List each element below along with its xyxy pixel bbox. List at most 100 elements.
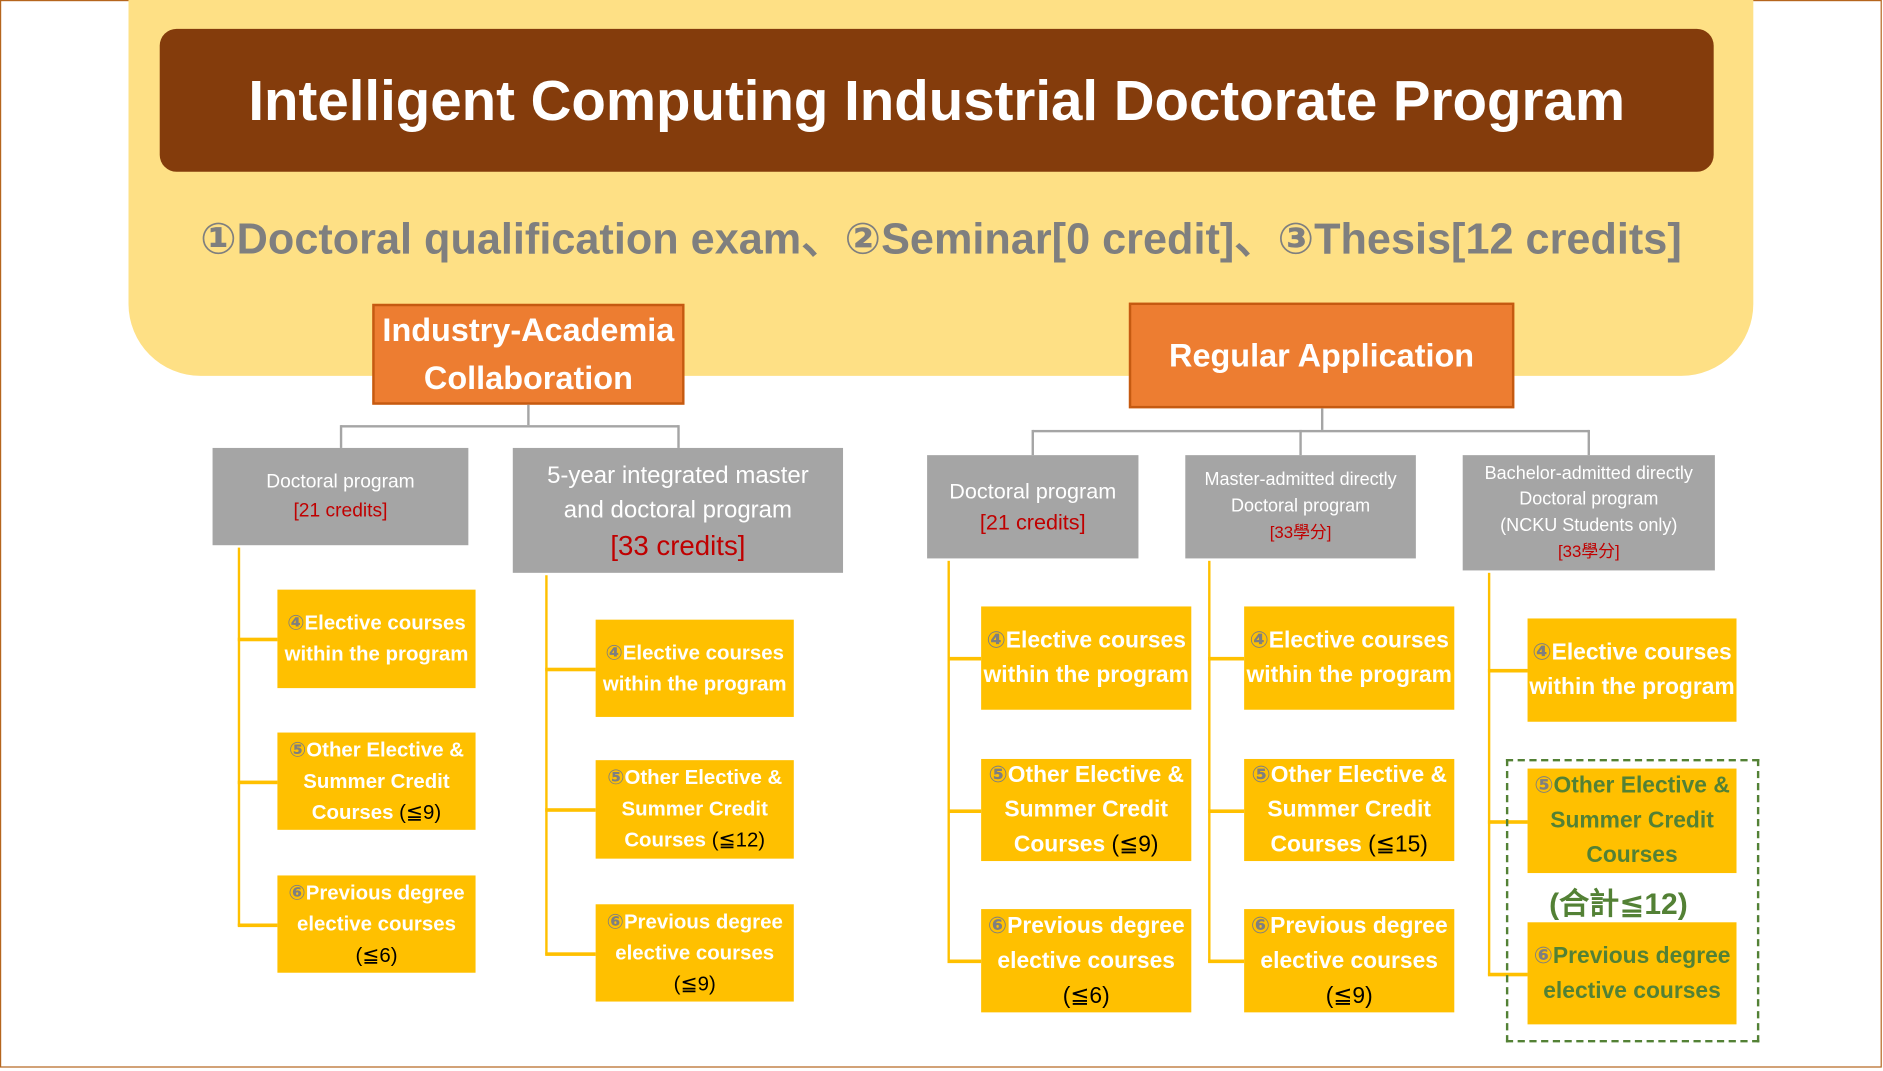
text-line: ⑤Other Elective & xyxy=(1534,769,1730,804)
connector-line xyxy=(1208,656,1245,661)
course-text: Previous degree xyxy=(1007,913,1185,939)
credits-label: [33學分] xyxy=(1557,541,1620,561)
course-text: Other Elective & xyxy=(1270,762,1448,788)
course-text: Other Elective & xyxy=(624,766,783,789)
requirements-line: ①Doctoral qualification exam、②Seminar[0 … xyxy=(200,213,1682,263)
limit-label: (≦9) xyxy=(393,800,442,824)
connector-line xyxy=(1208,959,1245,964)
course-text: Previous degree xyxy=(305,880,465,904)
limit-label: (≦9) xyxy=(673,972,716,995)
connector-line xyxy=(1487,572,1491,975)
text-line: 5-year integrated master xyxy=(547,461,809,489)
text-line: within the program xyxy=(603,668,787,699)
combined-limit-box xyxy=(1505,758,1760,1043)
limit-label: (≦6) xyxy=(355,943,398,967)
course-text: within the program xyxy=(983,662,1189,689)
course-text: Elective courses xyxy=(1551,640,1732,666)
course-text: Courses xyxy=(1270,832,1362,858)
text-line: Doctoral program xyxy=(266,472,415,493)
text-line: ⑥Previous degree xyxy=(607,906,783,937)
connector-line xyxy=(341,425,679,428)
text-line: ④Elective courses xyxy=(1249,623,1448,658)
text-line: Doctoral program xyxy=(949,479,1117,504)
limit-label: (≦9) xyxy=(1105,832,1159,858)
text-line: ⑤Other Elective & xyxy=(289,734,464,765)
course-number-icon: ⑥ xyxy=(987,913,1008,939)
connector-line xyxy=(527,404,530,426)
text-line: Regular Application xyxy=(1169,337,1475,374)
connector-line xyxy=(947,560,950,962)
course-text: Elective courses xyxy=(622,640,784,664)
text-line: elective courses (≦6) xyxy=(277,908,475,970)
credits-label: [33 credits] xyxy=(610,528,746,561)
course-number-icon: ⑥ xyxy=(1533,943,1553,969)
course-text: Previous degree xyxy=(1552,943,1731,969)
course-box: ⑥Previous degree elective courses (≦6) xyxy=(981,909,1192,1013)
text-line: Industry-Academia xyxy=(382,312,675,349)
course-text: elective courses xyxy=(1543,978,1721,1004)
course-text: Courses xyxy=(624,828,707,852)
connector-line xyxy=(947,959,982,964)
course-number-icon: ⑤ xyxy=(288,737,307,761)
text-line: Master-admitted directly xyxy=(1204,470,1397,491)
text-line: ④Elective courses xyxy=(986,623,1185,658)
text-line: Doctoral program xyxy=(1519,489,1659,510)
course-text: Elective courses xyxy=(1005,628,1186,654)
course-text: elective courses xyxy=(1260,948,1439,974)
course-number-icon: ⑤ xyxy=(1251,762,1271,788)
text-line: Summer Credit xyxy=(1004,793,1168,828)
connector-line xyxy=(237,779,278,784)
course-number-icon: ⑤ xyxy=(988,762,1008,788)
text-line: ⑥Previous degree xyxy=(1251,908,1448,943)
credits-label: [21 credits] xyxy=(979,510,1086,535)
text-line: Courses (≦9) xyxy=(1014,827,1159,862)
credits-label: [21 credits] xyxy=(293,500,388,521)
text-line: ⑥Previous degree xyxy=(1534,939,1731,974)
text-line: Summer Credit xyxy=(1550,803,1714,838)
limit-label: (≦6) xyxy=(1062,982,1110,1009)
text-line: Bachelor-admitted directly xyxy=(1484,462,1693,484)
limit-label: (≦15) xyxy=(1361,832,1428,858)
text-line: elective courses xyxy=(997,943,1175,978)
course-text: Previous degree xyxy=(623,909,783,933)
course-text: Other Elective & xyxy=(306,737,464,761)
connector-line xyxy=(1031,429,1034,456)
course-number-icon: ④ xyxy=(1532,640,1552,666)
text-line: Courses (≦15) xyxy=(1271,827,1428,862)
text-line: Summer Credit xyxy=(622,794,768,825)
course-box: ④Elective courses within the program xyxy=(981,606,1192,710)
course-text: Elective courses xyxy=(1268,628,1449,654)
text-line: elective courses xyxy=(1260,943,1438,978)
course-number-icon: ④ xyxy=(605,640,623,664)
text-line: within the program xyxy=(285,639,469,670)
text-line: ⑤Other Elective & xyxy=(1251,758,1447,793)
text-line: Summer Credit xyxy=(303,766,449,797)
connector-line xyxy=(676,425,680,448)
course-number-icon: ⑤ xyxy=(607,766,625,789)
course-text: Summer Credit xyxy=(1550,808,1714,834)
text-line: within the program xyxy=(1529,670,1734,705)
connector-line xyxy=(545,808,596,812)
track-box-1: Regular Application xyxy=(1128,302,1515,409)
text-line: ⑤Other Elective & xyxy=(988,758,1184,793)
connector-line xyxy=(1208,560,1211,962)
connector-line xyxy=(947,808,982,813)
text-line: within the program xyxy=(984,658,1189,693)
program-box: Doctoral program [21 credits] xyxy=(212,447,469,546)
connector-line xyxy=(1032,429,1589,433)
course-text: Other Elective & xyxy=(1553,773,1730,799)
text-line: elective courses xyxy=(1543,973,1721,1008)
course-text: Courses xyxy=(1013,832,1106,858)
course-text: Elective courses xyxy=(304,611,466,635)
connector-line xyxy=(545,951,596,956)
text-line: elective courses (≦9) xyxy=(596,937,794,999)
